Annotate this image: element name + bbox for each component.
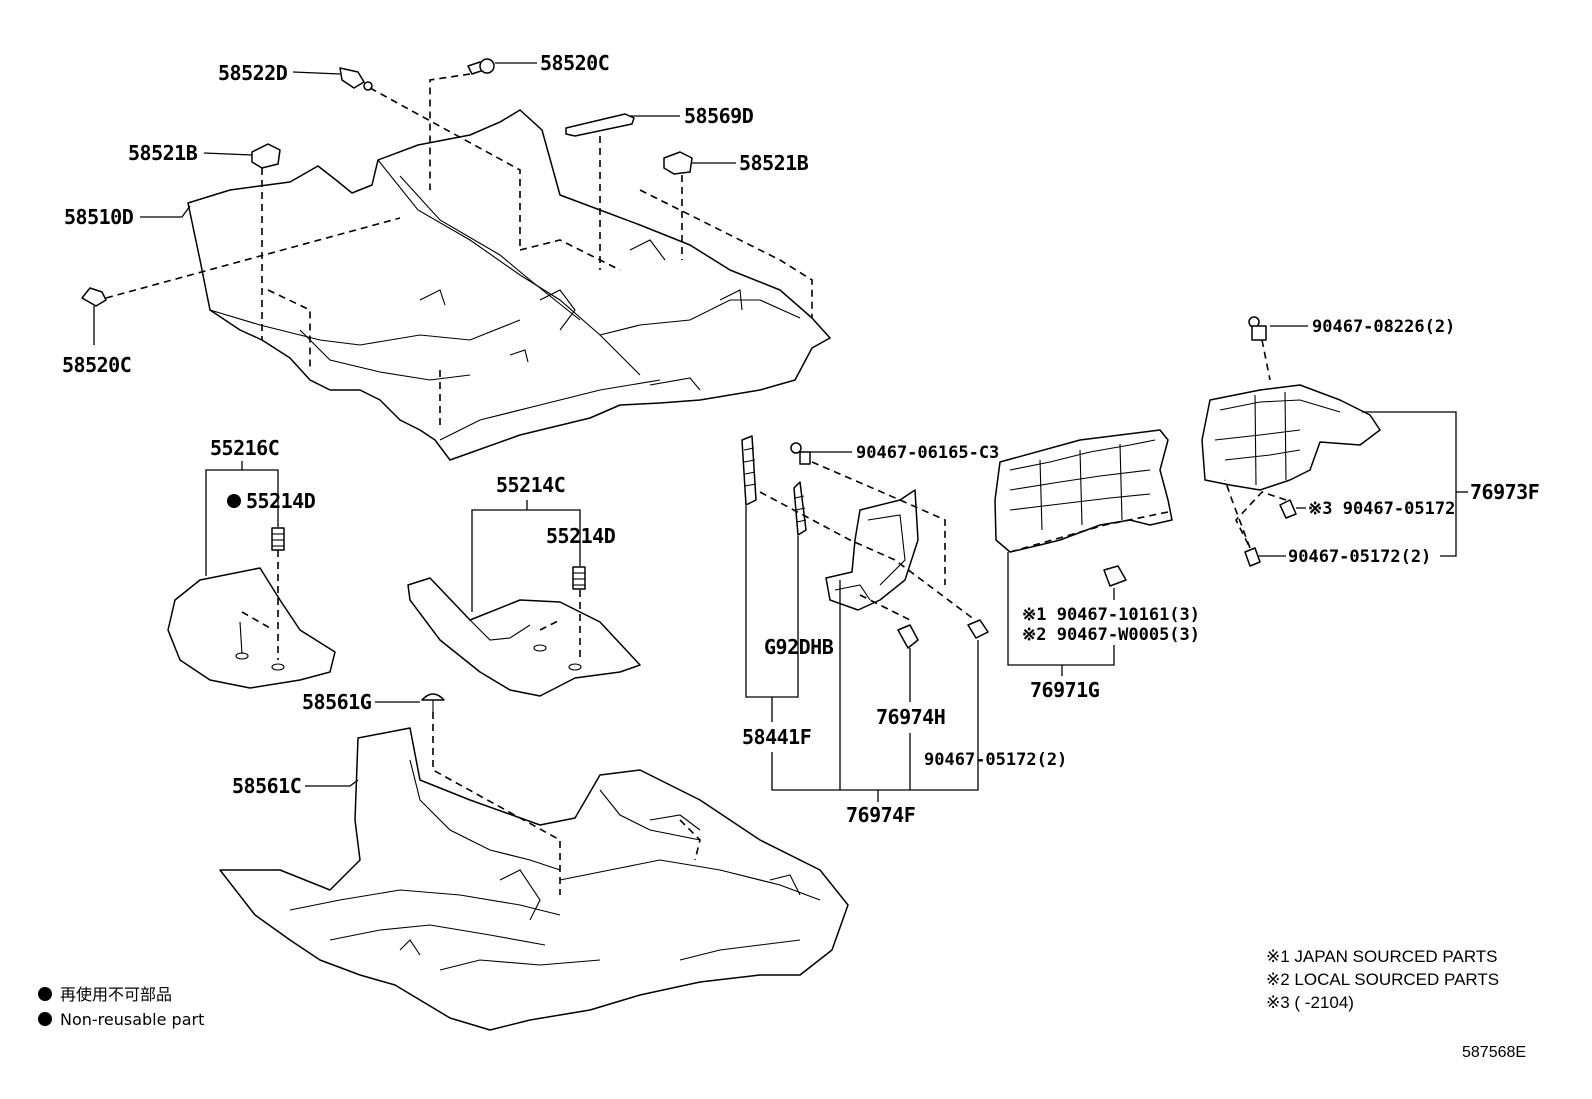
diagram-code: 587568E xyxy=(1462,1044,1526,1061)
trim-panel-76973f xyxy=(1201,384,1381,491)
label-90467-08226: 90467-08226(2) xyxy=(1312,317,1455,337)
label-76974f: 76974F xyxy=(846,803,915,827)
label-g92dhb: G92DHB xyxy=(764,635,834,659)
strip-58441f xyxy=(741,435,757,506)
label-90467-05172-mid: 90467-05172(2) xyxy=(924,750,1067,770)
label-55216c: 55216C xyxy=(210,436,279,460)
legend-dot-jp xyxy=(38,987,52,1001)
label-55214d-right: 55214D xyxy=(546,524,616,548)
clip-90467-10161 xyxy=(1103,565,1127,587)
label-90467-10161: ※1 90467-10161(3) xyxy=(1022,605,1200,625)
label-58521b-left: 58521B xyxy=(128,141,198,165)
legend-non-reusable-jp: 再使用不可部品 xyxy=(60,985,172,1004)
label-58510d: 58510D xyxy=(64,205,134,229)
bolt-90467-08226 xyxy=(1248,316,1267,341)
non-reusable-marker xyxy=(227,494,241,508)
floor-carpet-58561c xyxy=(219,727,849,1031)
clip-76974h xyxy=(897,624,919,649)
label-90467-w0005: ※2 90467-W0005(3) xyxy=(1022,625,1200,645)
label-76974h: 76974H xyxy=(876,705,945,729)
note-local-sourced: ※2 LOCAL SOURCED PARTS xyxy=(1266,970,1499,989)
fastener-55214d-right xyxy=(572,566,586,590)
bolt-90467-06165 xyxy=(790,442,811,465)
pin-58561g xyxy=(421,693,445,712)
label-55214d-left: 55214D xyxy=(246,489,316,513)
legend-dot-en xyxy=(38,1012,52,1026)
bracket-58569d xyxy=(565,113,635,137)
clip-58521b-right xyxy=(663,151,693,175)
label-90467-05172-note3: ※3 90467-05172 xyxy=(1308,499,1455,519)
floor-mat-55216c xyxy=(167,567,336,689)
leader-lines xyxy=(93,62,1468,802)
label-90467-06165-c3: 90467-06165-C3 xyxy=(856,443,999,463)
strip-g92dhb xyxy=(793,481,807,536)
note-date-range: ※3 ( -2104) xyxy=(1266,993,1354,1012)
label-55214c: 55214C xyxy=(496,473,565,497)
pin-58520c-left xyxy=(81,287,107,307)
label-58569d: 58569D xyxy=(684,104,754,128)
floor-carpet-58510d xyxy=(187,109,831,461)
label-58520c-left: 58520C xyxy=(62,353,131,377)
label-58520c-top: 58520C xyxy=(540,51,609,75)
clip-90467-05172-mid xyxy=(967,619,989,639)
legend-non-reusable-en: Non-reusable part xyxy=(60,1010,204,1029)
label-58521b-right: 58521B xyxy=(739,151,809,175)
label-76971g: 76971G xyxy=(1030,678,1100,702)
clip-90467-05172-right xyxy=(1244,547,1261,567)
fastener-55214d-left xyxy=(271,527,285,551)
clip-58521b-left xyxy=(251,143,281,169)
label-90467-05172-right: 90467-05172(2) xyxy=(1288,547,1431,567)
note-japan-sourced: ※1 JAPAN SOURCED PARTS xyxy=(1266,947,1498,966)
label-58561g: 58561G xyxy=(302,690,372,714)
label-58522d: 58522D xyxy=(218,61,288,85)
label-58561c: 58561C xyxy=(232,774,301,798)
clip-58522d xyxy=(339,67,373,91)
trim-panel-76971g xyxy=(994,429,1173,553)
label-76973f: 76973F xyxy=(1470,480,1539,504)
pin-58520c-top xyxy=(467,58,495,75)
assembly-lines xyxy=(105,73,1287,895)
clip-90467-05172-note3 xyxy=(1279,499,1297,519)
floor-mat-55214c xyxy=(407,577,641,697)
label-58441f: 58441F xyxy=(742,725,811,749)
